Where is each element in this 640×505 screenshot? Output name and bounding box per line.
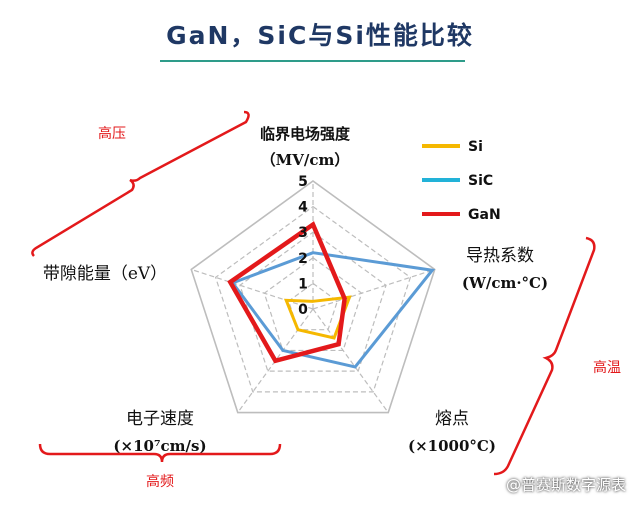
axis-label-melting-point: 熔点 bbox=[435, 409, 469, 429]
tick-label-4: 4 bbox=[298, 200, 308, 216]
annotation-high-voltage: 高压 bbox=[98, 125, 126, 142]
tick-label-3: 3 bbox=[298, 225, 308, 241]
grid-ring-2 bbox=[263, 257, 363, 352]
watermark: @普赛斯数字源表 bbox=[505, 476, 626, 494]
tick-label-1: 1 bbox=[298, 276, 308, 292]
axis-spoke-2 bbox=[312, 308, 389, 413]
high-frequency-bracket bbox=[38, 443, 282, 463]
series-layer bbox=[227, 221, 436, 369]
legend-label-gan: GaN bbox=[468, 207, 501, 223]
axis-spoke-1 bbox=[312, 268, 435, 310]
legend-label-sic: SiC bbox=[468, 173, 493, 189]
tick-labels: 0 1 2 3 4 5 bbox=[298, 174, 308, 318]
grid bbox=[190, 180, 436, 414]
axis-label-electron-velocity: 电子速度 bbox=[126, 409, 194, 429]
axis-unit-melting-point: (×1000°C) bbox=[408, 437, 496, 455]
legend: Si SiC GaN bbox=[422, 139, 501, 223]
annotation-high-frequency: 高频 bbox=[146, 473, 174, 490]
tick-label-0: 0 bbox=[298, 302, 308, 318]
annotation-high-temperature: 高温 bbox=[593, 359, 621, 376]
high-temperature-bracket bbox=[493, 236, 596, 476]
legend-label-si: Si bbox=[468, 139, 483, 155]
axis-label-band-gap: 带隙能量（eV） bbox=[43, 264, 167, 284]
high-voltage-bracket bbox=[31, 110, 250, 257]
axis-unit-thermal-conductivity: (W/cm·°C) bbox=[462, 274, 548, 292]
tick-label-2: 2 bbox=[298, 251, 308, 267]
axis-unit-field-strength: （MV/cm） bbox=[261, 151, 350, 169]
series-sic bbox=[230, 251, 436, 369]
grid-ring-5 bbox=[190, 180, 436, 414]
tick-label-5: 5 bbox=[298, 174, 308, 190]
axis-unit-electron-velocity: (×10⁷cm/s) bbox=[113, 437, 206, 455]
axis-label-field-strength: 临界电场强度 bbox=[260, 125, 351, 143]
axis-spoke-4 bbox=[191, 268, 314, 310]
title-underline bbox=[160, 60, 465, 62]
page-title: GaN，SiC与Si性能比较 bbox=[166, 21, 474, 50]
axis-label-thermal-conductivity: 导热系数 bbox=[466, 246, 534, 266]
series-gan bbox=[227, 221, 347, 364]
